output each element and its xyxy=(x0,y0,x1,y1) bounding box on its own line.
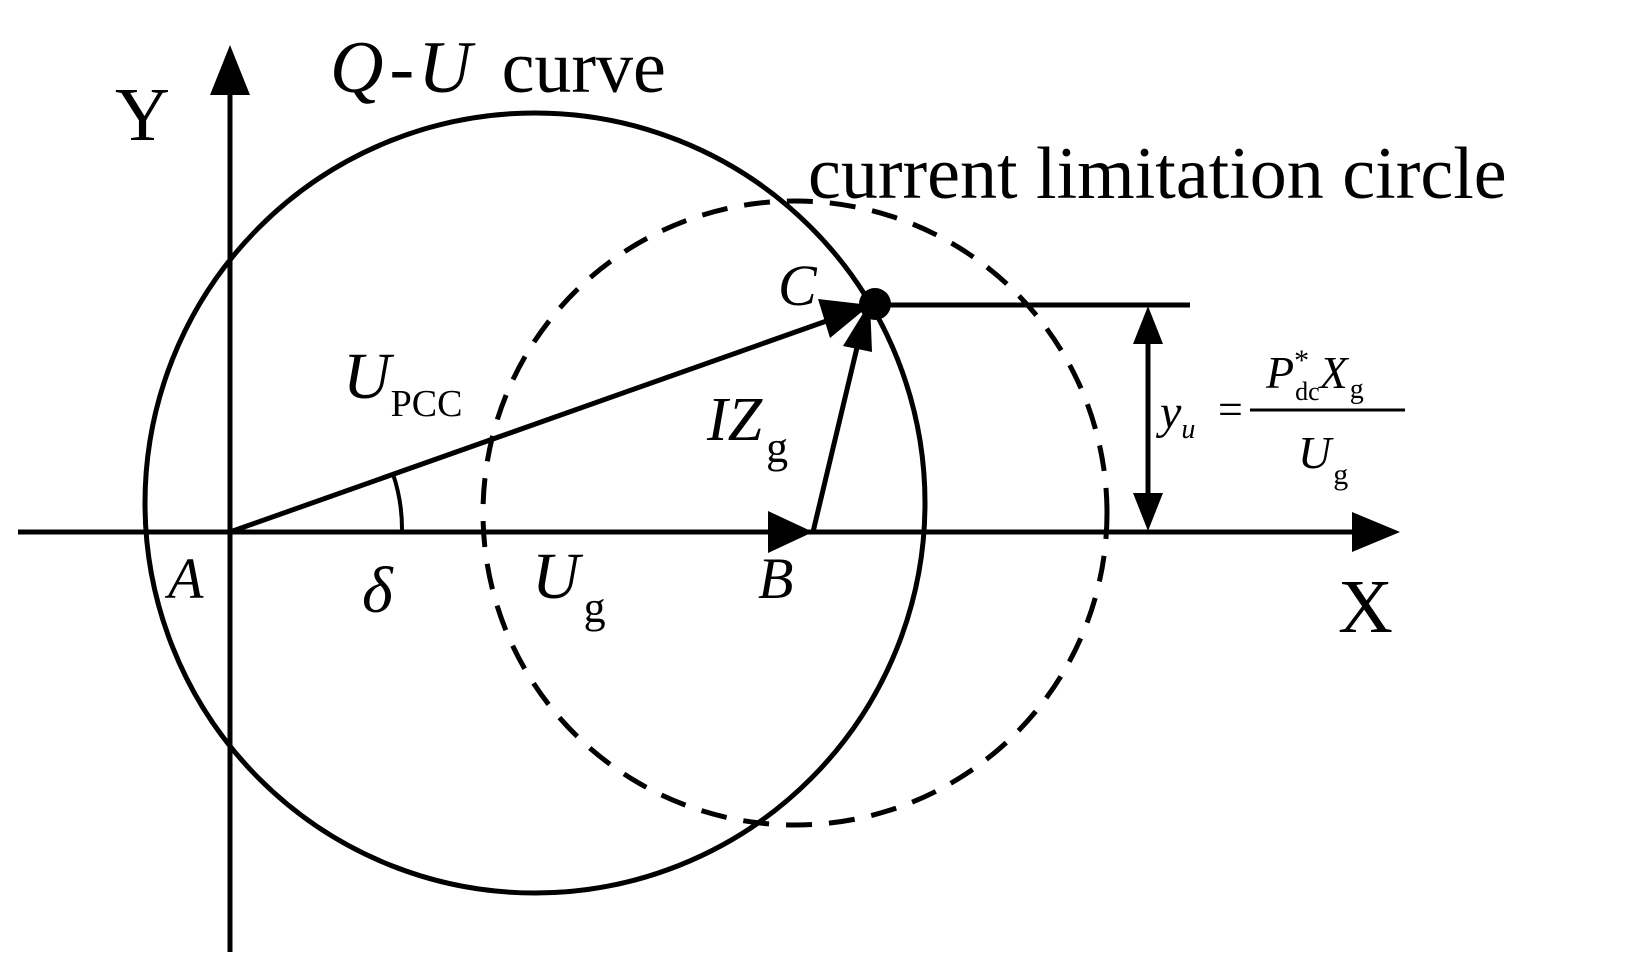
qu-curve-circle xyxy=(142,110,928,896)
yu-label: yu xyxy=(1155,386,1195,445)
current-limitation-label: current limitation circle xyxy=(808,133,1507,215)
ug-label: Ug xyxy=(532,540,606,632)
fraction-numerator: P*dcXg xyxy=(1265,344,1364,406)
yu-arrow-top xyxy=(1133,306,1163,344)
point-a-label: A xyxy=(164,546,204,611)
point-c-label: C xyxy=(778,253,818,318)
fraction-denominator: Ug xyxy=(1298,427,1348,491)
delta-label: δ xyxy=(362,554,394,627)
y-axis-label: Y xyxy=(115,73,170,157)
y-axis-arrow xyxy=(210,45,250,95)
izg-label: IZg xyxy=(706,386,788,472)
upcc-vector-arrow xyxy=(818,299,870,338)
current-limitation-circle xyxy=(480,198,1110,828)
upcc-vector xyxy=(229,315,836,535)
point-b-label: B xyxy=(758,546,793,611)
upcc-label: UPCC xyxy=(343,340,463,425)
equals-sign: = xyxy=(1218,385,1243,434)
izg-vector xyxy=(810,334,863,533)
x-axis-arrow xyxy=(1352,512,1400,552)
x-axis-label: X xyxy=(1338,565,1393,649)
ug-vector-arrow xyxy=(768,511,813,553)
yu-arrow-bottom xyxy=(1133,493,1163,531)
delta-angle-arc xyxy=(391,473,405,531)
